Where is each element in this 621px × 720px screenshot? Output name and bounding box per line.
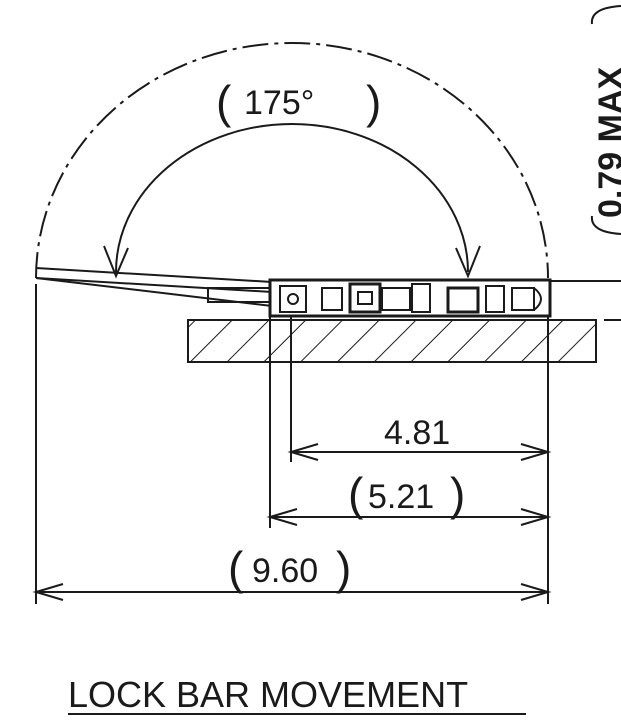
dimension-inner: 4.81 xyxy=(287,414,552,461)
dimension-overall: ( 9.60 ) xyxy=(32,542,552,601)
lock-bar-closed xyxy=(268,278,552,318)
lock-bar-open xyxy=(35,267,273,307)
svg-text:LOCK BAR MOVEMENT: LOCK BAR MOVEMENT xyxy=(68,674,468,715)
svg-text:5.21: 5.21 xyxy=(368,478,434,516)
angle-label: ( 175° ) xyxy=(216,76,381,128)
svg-text:4.81: 4.81 xyxy=(384,414,450,452)
svg-text:): ) xyxy=(450,468,465,520)
svg-text:(: ( xyxy=(228,542,244,594)
svg-text:): ) xyxy=(366,76,381,128)
hatched-base xyxy=(187,319,597,363)
side-dimension: 0.79 MAX xyxy=(590,5,621,235)
svg-text:(: ( xyxy=(348,468,364,520)
svg-text:(: ( xyxy=(216,76,232,128)
dimension-middle: ( 5.21 ) xyxy=(266,468,552,526)
angle-arrow-left xyxy=(103,245,129,279)
caption: LOCK BAR MOVEMENT xyxy=(68,674,526,715)
svg-text:): ) xyxy=(336,542,351,594)
extension-lines xyxy=(35,284,549,604)
angle-arc xyxy=(115,123,469,273)
svg-text:9.60: 9.60 xyxy=(252,552,318,590)
angle-arrow-right xyxy=(455,245,481,279)
svg-text:0.79 MAX: 0.79 MAX xyxy=(592,67,621,218)
svg-text:175°: 175° xyxy=(244,84,314,122)
swing-arc xyxy=(35,42,549,279)
